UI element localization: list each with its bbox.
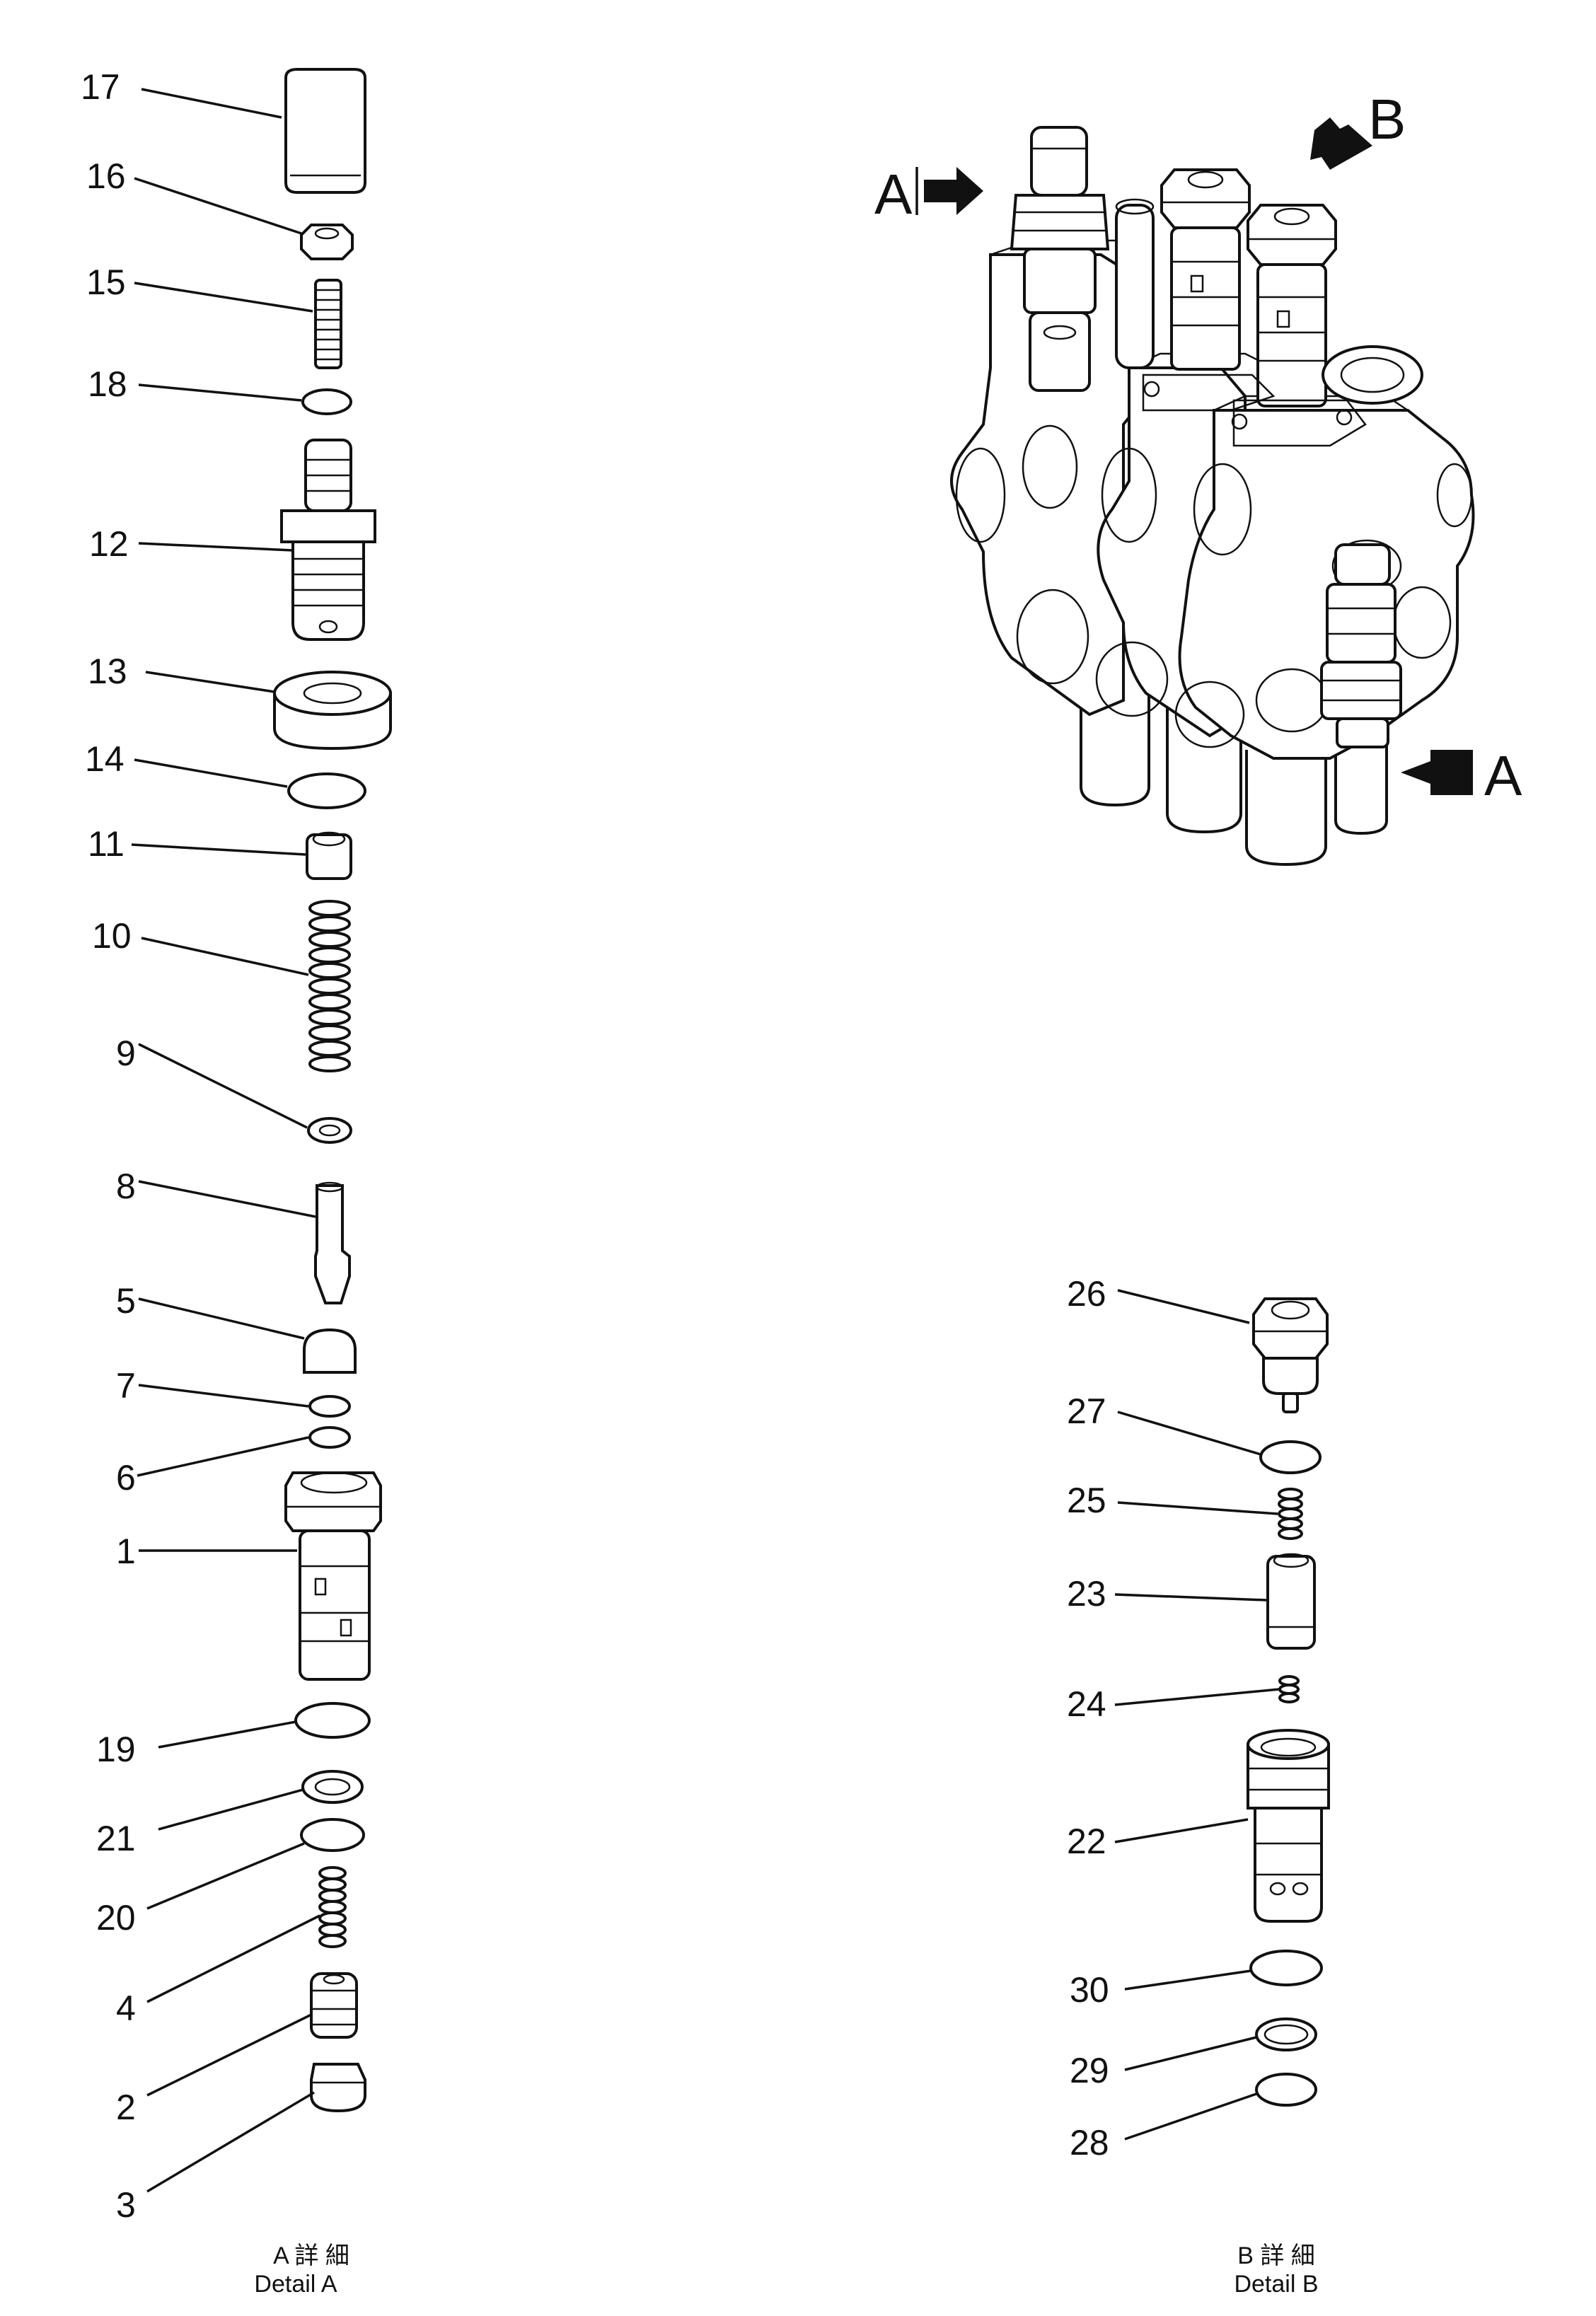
view-marker-b: B: [1368, 88, 1406, 151]
callout-19: 19: [96, 1730, 136, 1769]
callout-6: 6: [116, 1458, 136, 1498]
part-26-cap: [1252, 1297, 1329, 1413]
part-15-screw: [314, 279, 342, 369]
part-12-valve: [280, 439, 376, 641]
part-16-nut: [300, 224, 354, 260]
view-marker-a-top: A: [874, 163, 913, 226]
callout-7: 7: [116, 1366, 136, 1406]
valve-assembly: [950, 126, 1475, 867]
view-markers: A B A: [874, 88, 1522, 807]
part-10-spring: [308, 900, 351, 1072]
view-marker-a-side: A: [1484, 744, 1522, 807]
view-arrow-a-top: [915, 167, 983, 215]
detail-a-caption-en: Detail A: [254, 2271, 337, 2298]
part-21-backup-ring: [301, 1770, 364, 1804]
detail-b-caption-en: Detail B: [1234, 2271, 1318, 2298]
view-arrow-a-side: [1401, 750, 1473, 795]
callout-24: 24: [1067, 1684, 1106, 1724]
part-18-o-ring: [301, 388, 352, 415]
callout-22: 22: [1067, 1822, 1106, 1861]
detail-b-parts: [1247, 1297, 1330, 2107]
part-5-plug: [303, 1328, 357, 1374]
part-30-o-ring: [1249, 1950, 1323, 1986]
callout-16: 16: [86, 156, 126, 196]
part-27-o-ring: [1259, 1440, 1322, 1474]
part-11-collar: [306, 831, 352, 880]
detail-b-caption-jp: B 詳 細: [1237, 2242, 1315, 2269]
callout-20: 20: [96, 1898, 136, 1938]
part-7-o-ring: [308, 1395, 351, 1418]
part-28-o-ring: [1255, 2073, 1317, 2107]
detail-b-leader-lines: [1114, 1289, 1280, 2141]
part-4-spring: [318, 1866, 347, 1948]
part-14-o-ring: [287, 772, 366, 809]
detail-a-leader-lines: [131, 88, 320, 2193]
part-24-spring: [1278, 1675, 1300, 1703]
callout-27: 27: [1067, 1391, 1106, 1431]
callout-30: 30: [1070, 1970, 1109, 2010]
part-22-sleeve: [1247, 1729, 1330, 1923]
part-20-o-ring: [300, 1818, 365, 1852]
callout-5: 5: [116, 1281, 136, 1321]
part-2-piston: [310, 1972, 358, 2039]
callout-18: 18: [88, 364, 127, 404]
callout-12: 12: [89, 524, 129, 564]
part-6-o-ring: [308, 1426, 351, 1449]
callout-10: 10: [92, 916, 132, 956]
callout-13: 13: [88, 652, 127, 691]
part-9-washer: [307, 1117, 352, 1144]
part-3-plug: [310, 2063, 366, 2113]
callout-11: 11: [88, 824, 125, 864]
callout-26: 26: [1067, 1274, 1106, 1314]
part-25-spring: [1278, 1488, 1303, 1540]
callout-labels: 17 16 15 18 12 13 14 11 10 9 8 5 7 6 1 1…: [81, 67, 1109, 2225]
callout-14: 14: [85, 739, 125, 779]
callout-1: 1: [116, 1532, 136, 1571]
part-8-poppet: [314, 1181, 351, 1304]
callout-17: 17: [81, 67, 120, 107]
part-1-sleeve: [284, 1471, 382, 1681]
callout-3: 3: [116, 2185, 136, 2225]
detail-a-caption-jp: A 詳 細: [273, 2242, 349, 2269]
part-13-nut: [273, 671, 392, 751]
callout-23: 23: [1067, 1574, 1106, 1614]
callout-25: 25: [1067, 1481, 1106, 1520]
callout-2: 2: [116, 2088, 136, 2127]
detail-a-parts: [273, 68, 392, 2113]
view-arrow-b: [1310, 117, 1372, 170]
part-23-piston: [1266, 1553, 1316, 1650]
callout-15: 15: [86, 262, 126, 302]
callout-4: 4: [116, 1988, 136, 2028]
detail-captions: A 詳 細 Detail A B 詳 細 Detail B: [254, 2242, 1318, 2298]
callout-21: 21: [96, 1819, 136, 1858]
callout-29: 29: [1070, 2051, 1109, 2090]
part-17-cap: [284, 68, 366, 194]
part-29-backup-ring: [1255, 2017, 1317, 2051]
callout-9: 9: [116, 1033, 136, 1073]
callout-8: 8: [116, 1166, 136, 1206]
callout-28: 28: [1070, 2123, 1109, 2162]
part-19-o-ring: [294, 1702, 371, 1739]
